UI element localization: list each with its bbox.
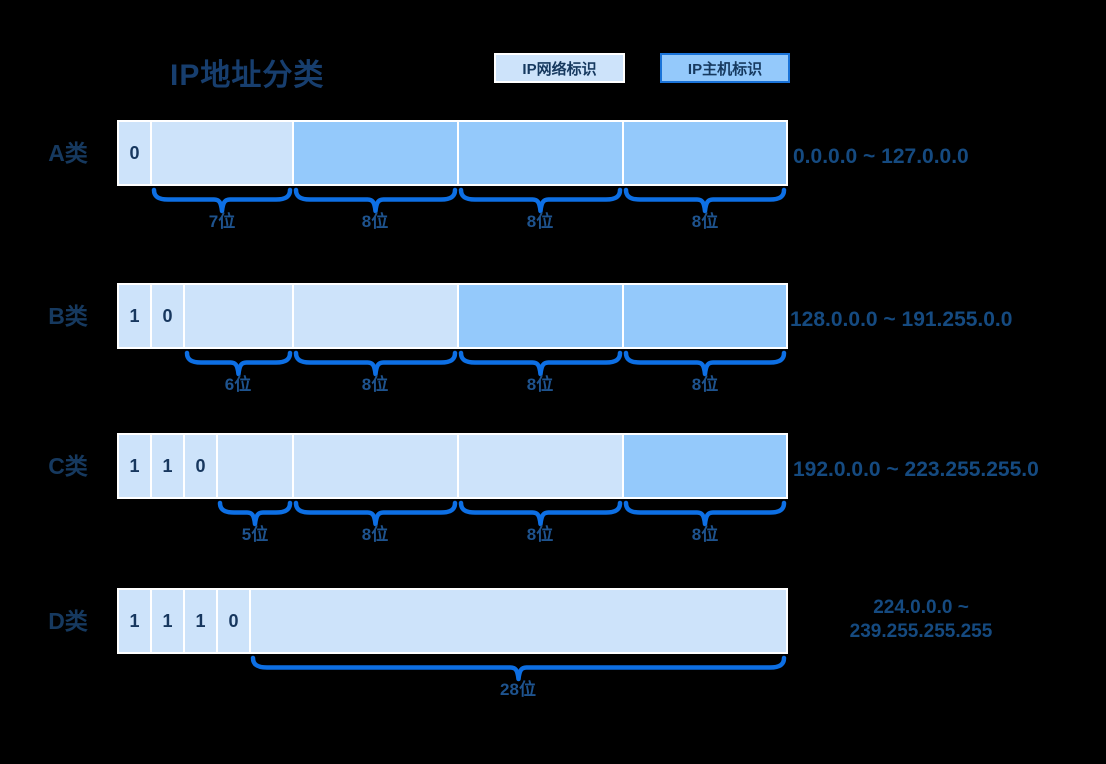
bit-cell: 1	[119, 435, 150, 497]
ip-range: 224.0.0.0 ~ 239.255.255.255	[849, 597, 993, 642]
segment-brace	[293, 187, 458, 214]
segment-brace	[184, 350, 293, 377]
bit-cell: 0	[218, 590, 249, 652]
network-segment	[185, 285, 292, 347]
segment-bit-label: 8位	[691, 375, 719, 394]
legend-network-box: IP网络标识	[494, 53, 625, 83]
row-class-d: D类 1 1 1 0 28位 224.0.0.0 ~ 239.255.255.2…	[0, 588, 1106, 708]
network-segment	[294, 435, 457, 497]
bit-cell: 1	[119, 590, 150, 652]
segment-brace	[623, 350, 787, 377]
network-segment	[294, 285, 457, 347]
segment-bit-label: 8位	[691, 212, 719, 231]
row-label: A类	[48, 140, 88, 166]
address-bar: 0	[117, 120, 788, 186]
bit-cell: 1	[119, 285, 150, 347]
ip-range: 128.0.0.0 ~ 191.255.0.0	[790, 308, 1013, 331]
host-segment	[294, 122, 457, 184]
row-class-c: C类 1 1 0 5位 8位 8位 8位 192.0.0.0 ~ 223.255…	[0, 433, 1106, 553]
bit-cell: 1	[152, 590, 183, 652]
segment-bit-label: 8位	[691, 525, 719, 544]
legend-network-label: IP网络标识	[522, 60, 597, 78]
row-class-a: A类 0 7位 8位 8位 8位 0.0.0.0 ~ 127.0.0.0	[0, 120, 1106, 240]
segment-bit-label: 8位	[526, 375, 554, 394]
row-label: C类	[48, 453, 88, 479]
segment-bit-label: 5位	[241, 525, 269, 544]
network-segment	[152, 122, 292, 184]
ip-range: 0.0.0.0 ~ 127.0.0.0	[793, 145, 969, 168]
segment-brace	[217, 500, 293, 527]
bit-cell: 1	[185, 590, 216, 652]
address-bar: 1 1 0	[117, 433, 788, 499]
host-segment	[459, 122, 622, 184]
segment-bit-label: 8位	[361, 525, 389, 544]
host-segment	[624, 435, 786, 497]
network-segment	[218, 435, 292, 497]
segment-brace	[623, 187, 787, 214]
segment-bit-label: 8位	[526, 525, 554, 544]
segment-brace	[458, 350, 623, 377]
bit-cell: 0	[152, 285, 183, 347]
ip-range: 192.0.0.0 ~ 223.255.255.0	[793, 458, 1039, 481]
segment-bit-label: 7位	[208, 212, 236, 231]
segment-brace	[293, 500, 458, 527]
bit-cell: 0	[119, 122, 150, 184]
segment-brace	[458, 500, 623, 527]
segment-brace	[458, 187, 623, 214]
host-segment	[459, 285, 622, 347]
segment-bit-label: 8位	[361, 375, 389, 394]
legend-host-box: IP主机标识	[660, 53, 790, 83]
network-segment	[251, 590, 786, 652]
segment-bit-label: 8位	[361, 212, 389, 231]
segment-bit-label: 6位	[224, 375, 252, 394]
legend-host-label: IP主机标识	[687, 60, 763, 78]
segment-brace	[250, 655, 787, 682]
segment-bit-label: 28位	[500, 680, 536, 699]
host-segment	[624, 285, 786, 347]
host-segment	[624, 122, 786, 184]
row-label: B类	[48, 303, 88, 329]
address-bar: 1 0	[117, 283, 788, 349]
network-segment	[459, 435, 622, 497]
segment-bit-label: 8位	[526, 212, 554, 231]
segment-brace	[623, 500, 787, 527]
segment-brace	[151, 187, 293, 214]
bit-cell: 1	[152, 435, 183, 497]
segment-brace	[293, 350, 458, 377]
row-class-b: B类 1 0 6位 8位 8位 8位 128.0.0.0 ~ 191.255.0…	[0, 283, 1106, 403]
row-label: D类	[48, 608, 88, 634]
bit-cell: 0	[185, 435, 216, 497]
address-bar: 1 1 1 0	[117, 588, 788, 654]
page-title: IP地址分类	[170, 59, 325, 92]
